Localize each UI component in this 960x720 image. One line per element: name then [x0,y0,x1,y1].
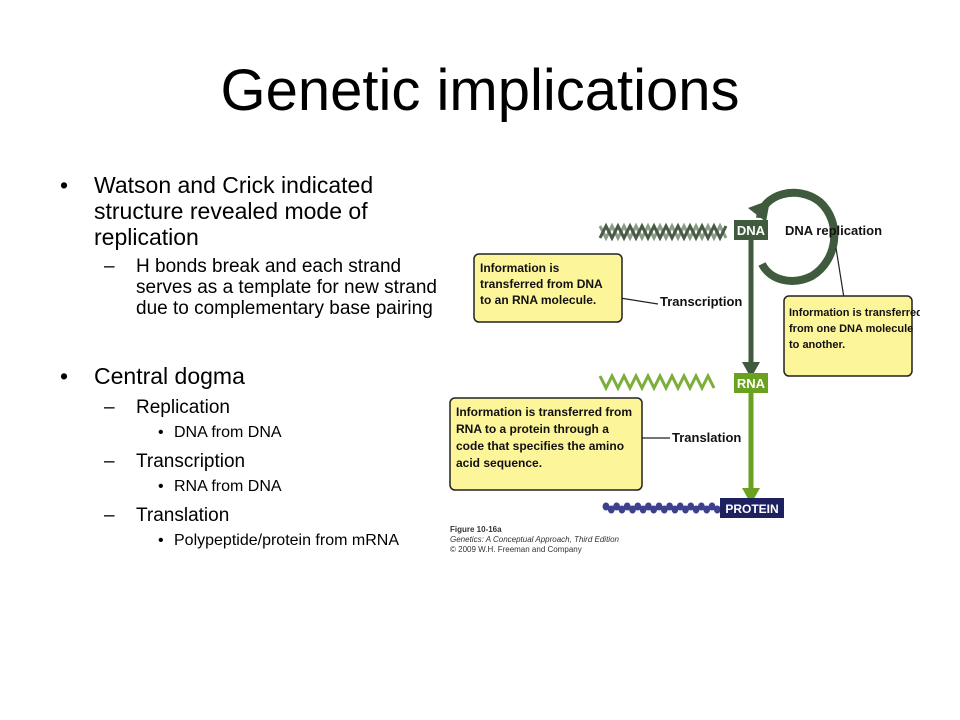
detail-transcription: • RNA from DNA [56,477,446,496]
sub-bullet-text: H bonds break and each strand serves as … [136,256,437,319]
replication-loop-arrow [756,188,839,285]
svg-text:Information is transferred: Information is transferred from one DNA … [789,307,920,351]
translation-label: Translation [672,430,741,445]
sub-bullet-replication: – Replication [56,397,446,418]
bullet-marker: • [158,424,164,441]
translation-arrowhead [742,488,760,504]
amino-acid-bead [660,505,668,514]
transcription-label: Transcription [660,294,742,309]
bullet-marker: • [158,478,164,495]
dna-helix [598,222,728,242]
detail-translation: • Polypeptide/protein from mRNA [56,531,446,550]
callout-translation-line: Information is transferred from [456,405,632,419]
bullet-text: Watson and Crick indicated structure rev… [94,172,374,250]
protein-label: PROTEIN [725,502,778,516]
bullet-marker: • [60,172,69,198]
bullet-list: • Watson and Crick indicated structure r… [56,172,446,550]
callout-transcription-line: transferred from DNA [480,277,603,291]
amino-acid-bead [618,505,626,514]
central-dogma-figure: DNA DNA replication Transcription RNA Tr… [440,180,920,580]
amino-acid-bead [655,502,663,511]
sub-bullet-text: Transcription [136,451,246,472]
svg-text:Information is transferred fro: Information is transferred from RNA to a… [456,405,635,470]
bullet-central-dogma: • Central dogma [56,363,446,389]
amino-acid-bead [687,502,695,511]
amino-acid-bead [682,505,689,514]
amino-acid-bead [703,505,711,514]
amino-acid-bead [639,505,647,514]
amino-acid-bead [692,505,700,514]
amino-acid-bead [708,502,716,511]
bullet-marker: • [158,532,164,549]
amino-acid-bead [602,502,610,511]
dash-marker: – [104,505,115,526]
rna-label-box [734,373,768,393]
dash-marker: – [104,397,115,418]
callout-transcription-line: Information is [480,261,560,275]
replication-label: DNA replication [785,223,882,238]
callout-translation-line: code that specifies the amino [456,439,624,453]
callout-transcription: Information is transferred from DNA to a… [473,253,659,323]
caption-book-title: Genetics: A Conceptual Approach, Third E… [450,535,620,544]
callout-transcription-line: to an RNA molecule. [480,293,596,307]
amino-acid-bead [676,502,684,511]
amino-acid-bead [613,502,620,511]
dash-marker: – [104,451,115,472]
callout-replication-line: to another. [789,339,845,351]
amino-acid-bead [607,505,615,514]
sub-bullet-h-bonds: – H bonds break and each strand serves a… [56,256,446,319]
figure-caption: Figure 10-16a Genetics: A Conceptual App… [450,525,621,554]
callout-translation-line: RNA to a protein through a [456,422,609,436]
dash-marker: – [104,256,115,277]
callout-translation: Information is transferred from RNA to a… [449,397,670,491]
protein-label-box [720,498,784,518]
bullet-marker: • [60,363,69,389]
sub-bullet-text: Translation [136,505,230,526]
amino-acid-bead [629,505,636,514]
bullet-text: Central dogma [94,363,245,389]
callout-replication-line: from one DNA molecule [789,323,913,335]
transcription-arrowhead [742,362,760,378]
sub-bullet-translation: – Translation [56,505,446,526]
callout-translation-line: acid sequence. [456,456,542,470]
amino-acid-bead [698,502,705,511]
callout-replication: Information is transferred from one DNA … [783,247,920,377]
amino-acid-bead [623,502,631,511]
dna-label: DNA [737,223,766,238]
callout-replication-line: Information is transferred [789,307,920,319]
rna-strand [598,372,716,392]
dna-label-box [734,220,768,240]
amino-acid-bead [713,505,721,514]
polypeptide-chain [602,502,721,514]
central-dogma-svg: DNA DNA replication Transcription RNA Tr… [449,188,920,554]
caption-figure-number: Figure 10-16a [450,525,502,534]
amino-acid-bead [671,505,679,514]
rna-label: RNA [737,376,766,391]
amino-acid-bead [666,502,673,511]
amino-acid-bead [634,502,642,511]
amino-acid-bead [645,502,652,511]
replication-arrowhead [748,200,770,222]
detail-text: Polypeptide/protein from mRNA [174,532,399,549]
detail-text: DNA from DNA [174,424,282,441]
sub-bullet-transcription: – Transcription [56,451,446,472]
detail-replication: • DNA from DNA [56,423,446,442]
svg-text:Information is transfe: Information is transferred from DNA to a… [480,261,606,307]
amino-acid-bead [650,505,658,514]
bullet-watson-crick: • Watson and Crick indicated structure r… [56,172,446,250]
caption-copyright: © 2009 W.H. Freeman and Company [450,545,582,554]
slide-title: Genetic implications [220,58,740,123]
detail-text: RNA from DNA [174,478,282,495]
sub-bullet-text: Replication [136,397,230,418]
